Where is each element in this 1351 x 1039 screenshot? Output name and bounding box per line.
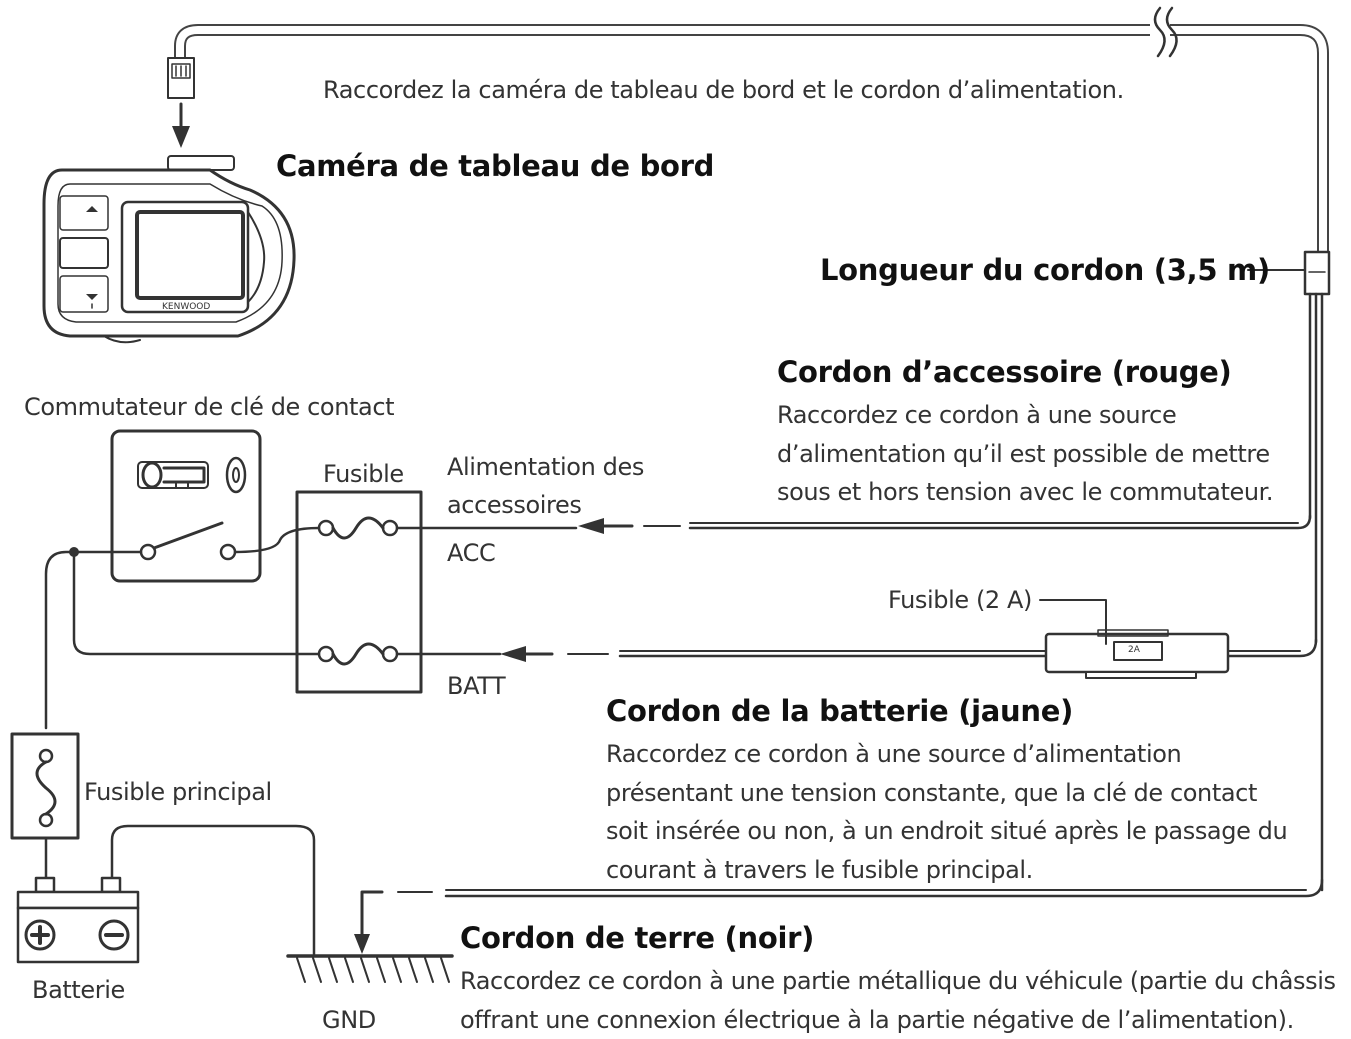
- dashboard-camera-icon: [44, 156, 294, 342]
- camera-brand-label: KENWOOD: [162, 303, 210, 312]
- fuse-block-label: Fusible: [323, 462, 404, 486]
- inline-fuse-rating: 2A: [1128, 646, 1140, 655]
- battery-line: présentant une tension constante, que la…: [606, 774, 1287, 813]
- acc-supply-line2: accessoires: [447, 493, 581, 517]
- camera-power-connector: [168, 58, 194, 98]
- fuse-block-icon: [297, 492, 421, 692]
- accessory-cord-title: Cordon d’accessoire (rouge): [777, 358, 1231, 387]
- acc-supply-line1: Alimentation des: [447, 455, 644, 479]
- battery-cord-title: Cordon de la batterie (jaune): [606, 697, 1073, 726]
- battery-line: Raccordez ce cordon à une source d’alime…: [606, 735, 1287, 774]
- accessory-line: sous et hors tension avec le commutateur…: [777, 473, 1273, 512]
- ignition-switch-icon: [112, 431, 260, 581]
- camera-title: Caméra de tableau de bord: [276, 152, 714, 181]
- ground-symbol-icon: [288, 956, 452, 982]
- accessory-line: d’alimentation qu’il est possible de met…: [777, 435, 1273, 474]
- battery-label: Batterie: [32, 978, 125, 1002]
- ground-line: offrant une connexion électrique à la pa…: [460, 1001, 1336, 1039]
- accessory-cord-line: [578, 516, 1310, 534]
- main-fuse-icon: [12, 734, 78, 838]
- cord-length-label: Longueur du cordon (3,5 m): [820, 256, 1270, 285]
- connect-arrow: [172, 104, 190, 148]
- main-fuse-label: Fusible principal: [84, 780, 272, 804]
- inline-fuse-2a-icon: [1040, 600, 1228, 678]
- junction-dot: [69, 547, 79, 557]
- inline-fuse-label: Fusible (2 A): [888, 588, 1032, 612]
- ignition-switch-label: Commutateur de clé de contact: [24, 395, 394, 419]
- ground-cord-title: Cordon de terre (noir): [460, 924, 814, 953]
- ground-line: Raccordez ce cordon à une partie métalli…: [460, 962, 1336, 1001]
- cable-splitter: [1305, 252, 1329, 890]
- accessory-line: Raccordez ce cordon à une source: [777, 396, 1273, 435]
- battery-icon: [18, 878, 138, 962]
- main-power-cable: [180, 8, 1323, 252]
- battery-cord-description: Raccordez ce cordon à une source d’alime…: [606, 735, 1287, 889]
- batt-terminal-label: BATT: [447, 674, 505, 698]
- acc-terminal-label: ACC: [447, 541, 495, 565]
- instruction-text: Raccordez la caméra de tableau de bord e…: [323, 78, 1124, 102]
- battery-line: soit insérée ou non, à un endroit situé …: [606, 812, 1287, 851]
- accessory-cord-description: Raccordez ce cordon à une source d’alime…: [777, 396, 1273, 512]
- ground-label: GND: [322, 1008, 376, 1032]
- battery-line: courant à travers le fusible principal.: [606, 851, 1287, 890]
- ground-cord-description: Raccordez ce cordon à une partie métalli…: [460, 962, 1336, 1039]
